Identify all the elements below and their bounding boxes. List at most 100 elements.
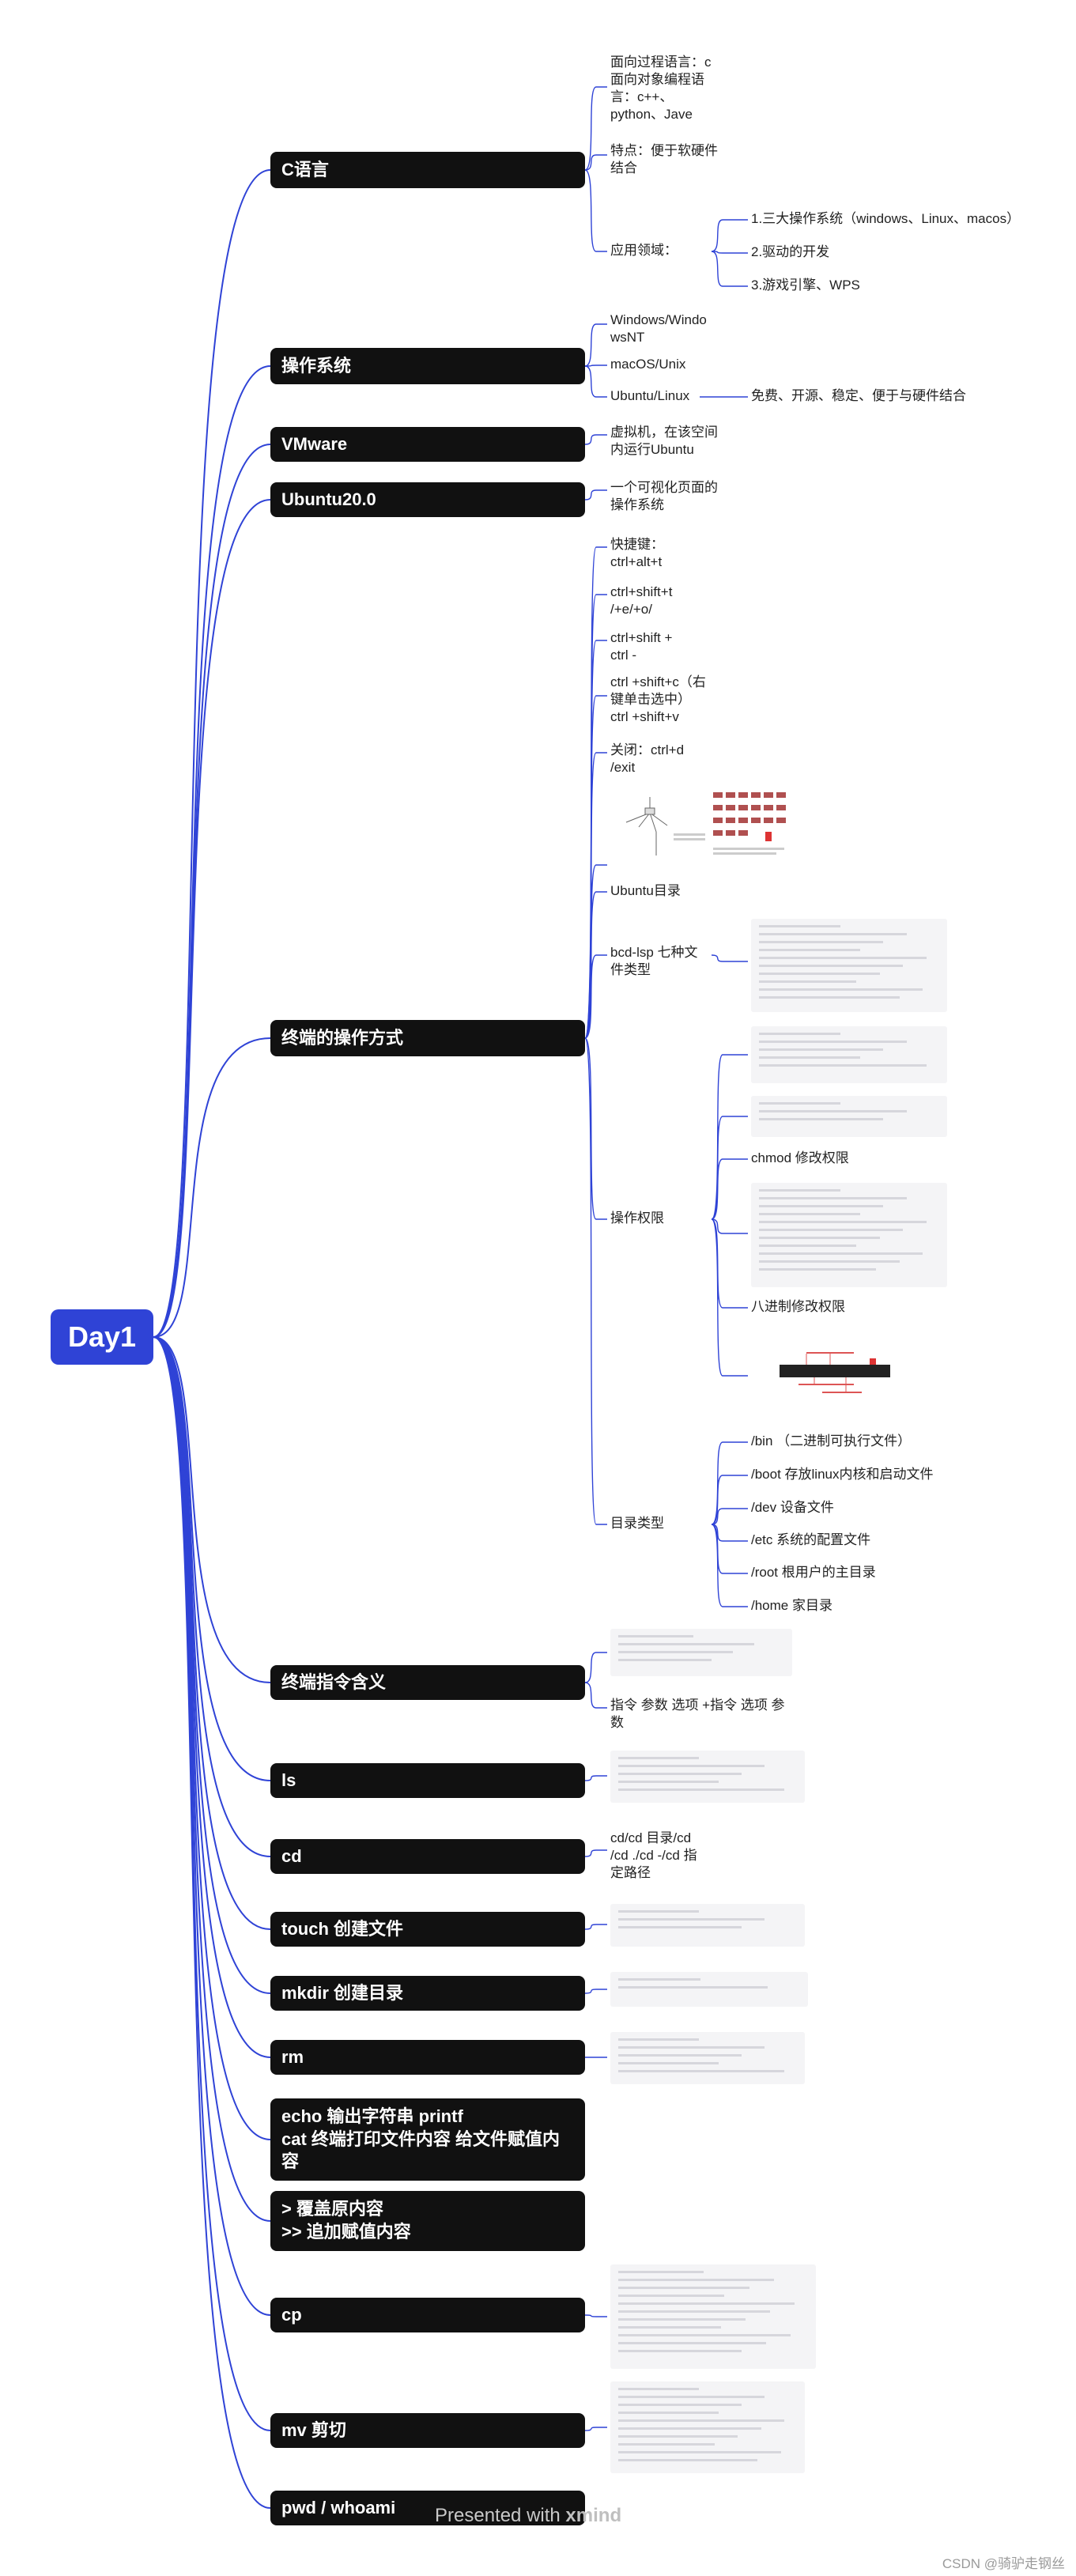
rm-snippet — [610, 2032, 805, 2084]
dir-item-home[interactable]: /home 家目录 — [751, 1598, 832, 1613]
connector-line — [711, 1054, 748, 1220]
topic-ls[interactable]: ls — [270, 1763, 585, 1798]
os-item-windows[interactable]: Windows/Windo wsNT — [610, 312, 707, 346]
shortcut-close[interactable]: 关闭：ctrl+d /exit — [610, 742, 685, 776]
dir-item-root[interactable]: /root 根用户的主目录 — [751, 1565, 876, 1580]
dir-item-dev[interactable]: /dev 设备文件 — [751, 1500, 834, 1515]
connector-line — [584, 489, 607, 500]
topic-cd[interactable]: cd — [270, 1839, 585, 1874]
connector-line — [584, 546, 607, 1039]
connector-line — [584, 954, 607, 1039]
connector-line — [584, 695, 607, 1039]
topic-vmware[interactable]: VMware — [270, 427, 585, 462]
shortcut-copy-paste[interactable]: ctrl +shift+c（右 键单击选中） ctrl +shift+v — [610, 674, 706, 725]
connector-line — [711, 954, 748, 962]
chmod-label[interactable]: chmod 修改权限 — [751, 1150, 849, 1165]
topic-terminal-operation[interactable]: 终端的操作方式 — [270, 1020, 585, 1056]
connector-line — [711, 1218, 748, 1377]
connector-line — [711, 251, 748, 254]
c-domain-item[interactable]: 2.驱动的开发 — [751, 244, 830, 259]
ls-snippet — [610, 1751, 805, 1803]
octal-snippet — [751, 1183, 947, 1287]
topic-ubuntu[interactable]: Ubuntu20.0 — [270, 482, 585, 517]
connector-line — [584, 1652, 607, 1683]
permission-label[interactable]: 操作权限 — [610, 1211, 664, 1226]
mkdir-snippet — [610, 1972, 808, 2007]
connector-line — [153, 1336, 271, 1857]
command-meaning-snippet — [610, 1629, 792, 1676]
topic-mv[interactable]: mv 剪切 — [270, 2413, 585, 2448]
shortcut-tabs[interactable]: ctrl+shift+t /+e/+o/ — [610, 584, 673, 618]
connector-line — [584, 169, 607, 252]
file-types-label[interactable]: bcd-lsp 七种文 件类型 — [610, 945, 698, 978]
connector-line — [711, 1158, 748, 1220]
c-domain-label[interactable]: 应用领域： — [610, 243, 678, 258]
chmod-snippet — [751, 1096, 947, 1137]
dir-item-boot[interactable]: /boot 存放linux内核和启动文件 — [751, 1467, 934, 1482]
os-item-linux[interactable]: Ubuntu/Linux — [610, 388, 690, 403]
connector-line — [153, 1336, 271, 2316]
connector-line — [584, 1989, 607, 1994]
connector-line — [153, 1336, 271, 2222]
connector-line — [584, 594, 607, 1039]
connector-line — [153, 1336, 271, 1683]
topic-redirect[interactable]: > 覆盖原内容 >> 追加赋值内容 — [270, 2191, 585, 2251]
connector-line — [153, 444, 271, 1338]
connector-line — [153, 1336, 271, 1994]
connector-line — [584, 640, 607, 1039]
connector-line — [584, 1849, 607, 1857]
connector-line — [584, 323, 607, 367]
connector-line — [711, 1218, 748, 1234]
csdn-watermark: CSDN @骑驴走钢丝 — [942, 2556, 1065, 2571]
cd-note[interactable]: cd/cd 目录/cd /cd ./cd -/cd 指 定路径 — [610, 1830, 697, 1881]
permission-diagram-image — [780, 1352, 890, 1393]
connector-line — [584, 2314, 607, 2317]
topic-touch[interactable]: touch 创建文件 — [270, 1912, 585, 1947]
topic-echo-cat[interactable]: echo 输出字符串 printf cat 终端打印文件内容 给文件赋值内容 — [270, 2098, 585, 2181]
c-feature-note[interactable]: 特点：便于软硬件 结合 — [610, 143, 718, 176]
connector-line — [153, 1037, 271, 1338]
topic-mkdir[interactable]: mkdir 创建目录 — [270, 1976, 585, 2011]
connector-line — [711, 1475, 748, 1525]
connector-line — [153, 1336, 271, 1781]
topic-operating-system[interactable]: 操作系统 — [270, 348, 585, 384]
connector-line — [584, 365, 607, 398]
os-item-macos[interactable]: macOS/Unix — [610, 357, 686, 372]
connector-line — [584, 154, 607, 171]
connector-line — [711, 1441, 748, 1525]
topic-rm[interactable]: rm — [270, 2040, 585, 2075]
permission-snippet — [751, 1026, 947, 1083]
connector-line — [711, 1524, 748, 1607]
shortcut-open[interactable]: 快捷键： ctrl+alt+t — [610, 537, 664, 570]
c-domain-item[interactable]: 3.游戏引擎、WPS — [751, 278, 860, 293]
dir-item-bin[interactable]: /bin （二进制可执行文件） — [751, 1433, 912, 1449]
footer-prefix: Presented with — [435, 2505, 566, 2526]
root-node[interactable]: Day1 — [51, 1309, 153, 1365]
topic-cp[interactable]: cp — [270, 2298, 585, 2332]
ubuntu-directory-image — [625, 792, 786, 856]
topic-pwd-whoami[interactable]: pwd / whoami — [270, 2491, 585, 2525]
octal-label[interactable]: 八进制修改权限 — [751, 1299, 845, 1314]
c-paradigm-note[interactable]: 面向过程语言：c 面向对象编程语 言：c++、 python、Jave — [610, 55, 712, 123]
shortcut-zoom[interactable]: ctrl+shift + ctrl - — [610, 630, 673, 663]
touch-snippet — [610, 1904, 805, 1947]
c-domain-item[interactable]: 1.三大操作系统（windows、Linux、macos） — [751, 211, 1021, 226]
vmware-note[interactable]: 虚拟机，在该空间 内运行Ubuntu — [610, 425, 718, 458]
connector-line — [153, 365, 271, 1338]
linux-note[interactable]: 免费、开源、稳定、便于与硬件结合 — [751, 388, 966, 403]
connector-line — [711, 219, 748, 252]
connector-line — [711, 251, 748, 287]
dir-item-etc[interactable]: /etc 系统的配置文件 — [751, 1532, 871, 1547]
command-meaning-note[interactable]: 指令 参数 选项 +指令 选项 参 数 — [610, 1698, 785, 1731]
dir-types-label[interactable]: 目录类型 — [610, 1516, 664, 1531]
connector-line — [711, 1116, 748, 1220]
connector-line — [153, 1336, 271, 2058]
topic-c-language[interactable]: C语言 — [270, 152, 585, 188]
topic-command-meaning[interactable]: 终端指令含义 — [270, 1665, 585, 1700]
cp-snippet — [610, 2264, 816, 2369]
ubuntu-note[interactable]: 一个可视化页面的 操作系统 — [610, 480, 718, 513]
connector-line — [584, 2427, 607, 2431]
ubuntu-directory-label[interactable]: Ubuntu目录 — [610, 883, 681, 898]
connector-line — [153, 1336, 271, 2140]
